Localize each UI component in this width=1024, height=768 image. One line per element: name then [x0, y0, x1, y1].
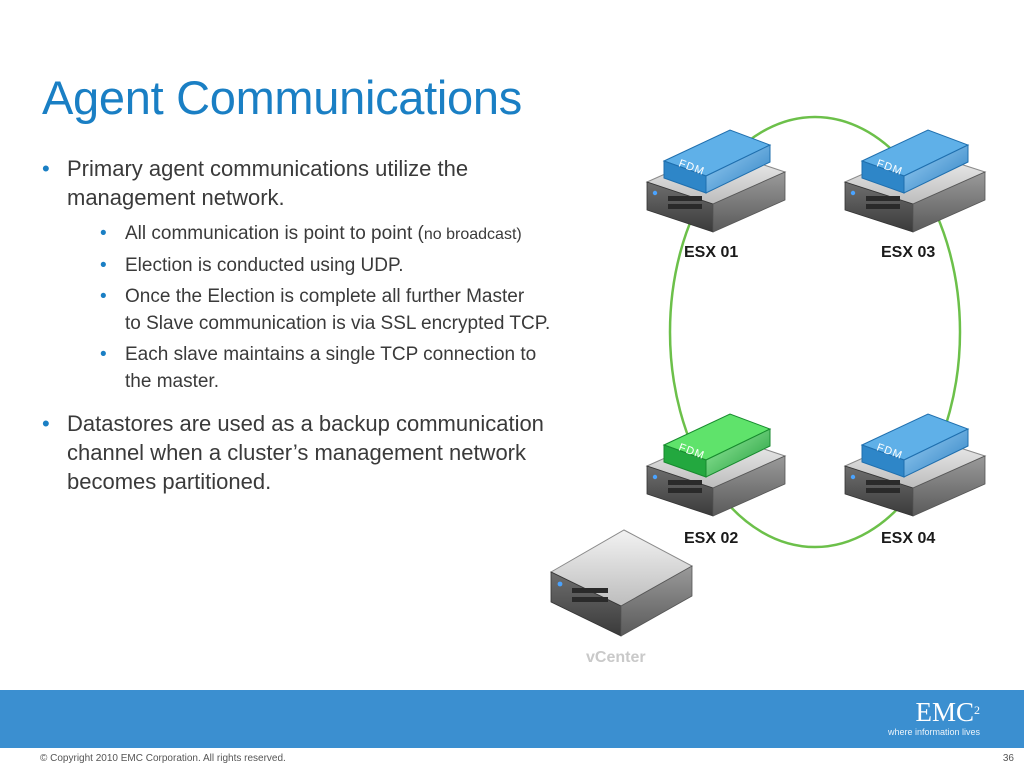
host-label: ESX 01 — [684, 244, 738, 261]
fdm-agent-block: FDM — [860, 413, 970, 478]
sub-bullet-text: Each slave maintains a single TCP connec… — [125, 344, 537, 365]
sub-bullet-text: Election is conducted using UDP. — [125, 255, 404, 276]
sub-bullet-text: to Slave communication is via SSL encryp… — [125, 313, 551, 334]
bullet-text: Primary agent communications utilize the… — [67, 156, 469, 210]
bullet-marker: • — [100, 344, 107, 365]
esx-host-04: FDM ESX 04 — [843, 413, 987, 547]
bullet-item: • Datastores are used as a backup commun… — [42, 409, 567, 496]
sub-bullet-item: • Once the Election is complete all furt… — [100, 283, 600, 337]
vcenter-server: vCenter — [549, 529, 694, 666]
copyright-text: © Copyright 2010 EMC Corporation. All ri… — [40, 753, 286, 764]
host-label: ESX 04 — [881, 530, 935, 547]
fdm-agent-block: FDM — [662, 129, 772, 194]
footer-bar: EMC2 where information lives — [0, 690, 1024, 748]
sub-bullet-text: the master. — [125, 371, 219, 392]
sub-bullet-item: • Each slave maintains a single TCP conn… — [100, 341, 600, 395]
logo-wordmark: EMC2 — [915, 697, 980, 727]
bullet-text: Datastores are used as a backup communic… — [67, 411, 544, 494]
bullet-marker: • — [100, 223, 107, 244]
bullet-item: • Primary agent communications utilize t… — [42, 154, 602, 212]
logo-tagline: where information lives — [887, 727, 980, 737]
bullet-list: • Primary agent communications utilize t… — [42, 154, 602, 504]
esx-host-03: FDM ESX 03 — [843, 129, 987, 261]
bullet-marker: • — [42, 411, 50, 436]
sub-bullet-text: All communication is point to point ( — [125, 223, 424, 244]
emc-logo: EMC2 where information lives — [888, 698, 980, 737]
sub-bullet-item: • All communication is point to point (n… — [100, 220, 600, 248]
fdm-agent-block: FDM — [662, 413, 772, 478]
host-label: ESX 02 — [684, 530, 738, 547]
host-label: ESX 03 — [881, 244, 935, 261]
page-number: 36 — [1002, 753, 1014, 764]
bullet-marker: • — [100, 286, 107, 307]
network-ring — [668, 115, 962, 549]
esx-host-02: FDM ESX 02 — [645, 413, 787, 547]
slide-title: Agent Communications — [42, 71, 522, 124]
fdm-agent-block: FDM — [860, 129, 970, 194]
sub-bullet-text-small: no broadcast) — [423, 226, 522, 243]
server-icon — [549, 529, 694, 637]
sub-bullet-text: Once the Election is complete all furthe… — [125, 286, 525, 307]
bullet-marker: • — [100, 255, 107, 276]
esx-host-01: FDM ESX 01 — [645, 129, 787, 261]
bullet-marker: • — [42, 156, 50, 181]
vcenter-label: vCenter — [586, 649, 646, 666]
sub-bullet-item: • Election is conducted using UDP. — [100, 252, 600, 279]
